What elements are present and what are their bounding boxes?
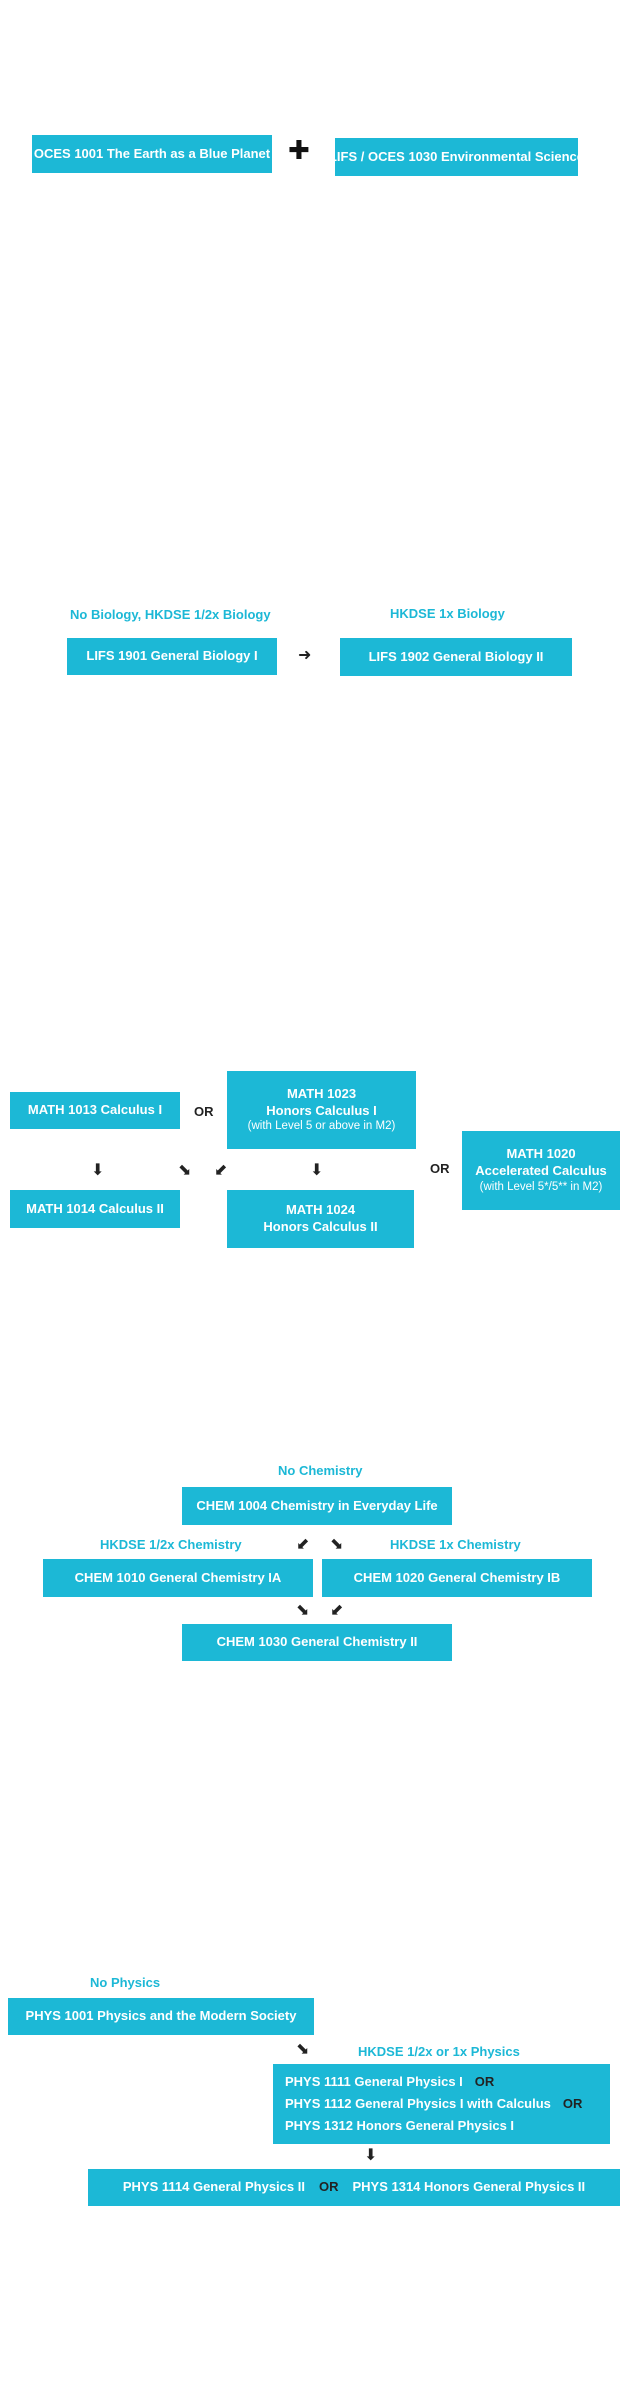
course-chem-1004: CHEM 1004 Chemistry in Everyday Life bbox=[182, 1487, 452, 1525]
course-label: LIFS 1901 General Biology I bbox=[86, 648, 258, 664]
course-note: (with Level 5 or above in M2) bbox=[247, 1120, 396, 1133]
arrow-down-left-icon: ⬋ bbox=[214, 1162, 228, 1179]
course-code: MATH 1023 bbox=[286, 1085, 357, 1101]
course-label: MATH 1014 Calculus II bbox=[26, 1200, 164, 1216]
arrow-down-icon: ⬇ bbox=[310, 1162, 324, 1179]
course-label: LIFS / OCES 1030 Environmental Science bbox=[328, 148, 585, 164]
arrow-down-right-icon: ⬊ bbox=[296, 1602, 310, 1619]
course-title: Accelerated Calculus bbox=[475, 1163, 607, 1179]
course-code: MATH 1024 bbox=[285, 1202, 356, 1218]
course-chem-1020: CHEM 1020 General Chemistry IB bbox=[322, 1559, 592, 1597]
course-math-1024: MATH 1024 Honors Calculus II bbox=[227, 1190, 414, 1248]
course-title: Honors Calculus II bbox=[263, 1219, 378, 1234]
or-label: OR bbox=[562, 2095, 583, 2111]
course-oces-1001: OCES 1001 The Earth as a Blue Planet bbox=[32, 135, 272, 173]
course-label: CHEM 1010 General Chemistry IA bbox=[74, 1569, 282, 1585]
plus-icon: ✚ bbox=[288, 135, 310, 165]
arrow-down-left-icon: ⬋ bbox=[330, 1602, 344, 1619]
or-label: OR bbox=[474, 2073, 495, 2089]
course-lifs-1901: LIFS 1901 General Biology I bbox=[67, 638, 277, 675]
course-math-1020: MATH 1020 Accelerated Calculus (with Lev… bbox=[462, 1131, 620, 1210]
arrow-down-icon: ⬇ bbox=[91, 1162, 105, 1179]
arrow-down-icon: ⬇ bbox=[364, 2147, 378, 2164]
heading-no-physics: No Physics bbox=[90, 1975, 161, 1990]
arrow-down-right-icon: ⬊ bbox=[296, 2041, 310, 2058]
course-label: CHEM 1004 Chemistry in Everyday Life bbox=[196, 1497, 438, 1513]
heading-1x-biology: HKDSE 1x Biology bbox=[390, 606, 505, 621]
arrow-down-right-icon: ⬊ bbox=[330, 1536, 344, 1553]
course-math-1014: MATH 1014 Calculus II bbox=[10, 1190, 180, 1228]
course-option-phys-1112: PHYS 1112 General Physics I with Calculu… bbox=[285, 2093, 582, 2115]
course-option-phys-1111: PHYS 1111 General Physics I OR bbox=[285, 2071, 494, 2093]
arrow-down-left-icon: ⬋ bbox=[296, 1536, 310, 1553]
heading-no-chemistry: No Chemistry bbox=[278, 1463, 363, 1478]
course-label: LIFS 1902 General Biology II bbox=[368, 648, 544, 664]
course-code: MATH 1020 bbox=[506, 1146, 576, 1162]
heading-no-biology: No Biology, HKDSE 1/2x Biology bbox=[70, 607, 271, 622]
course-label: PHYS 1111 General Physics I bbox=[285, 2073, 463, 2089]
course-option-phys-1312: PHYS 1312 Honors General Physics I bbox=[285, 2115, 514, 2137]
course-label: PHYS 1001 Physics and the Modern Society bbox=[25, 2008, 297, 2024]
heading-1x-chemistry: HKDSE 1x Chemistry bbox=[390, 1537, 521, 1552]
or-label: OR bbox=[194, 1104, 214, 1119]
course-group-phys-1: PHYS 1111 General Physics I OR PHYS 1112… bbox=[273, 2064, 610, 2144]
course-label: CHEM 1020 General Chemistry IB bbox=[353, 1569, 561, 1585]
course-math-1023: MATH 1023 Honors Calculus I (with Level … bbox=[227, 1071, 416, 1149]
heading-physics-dse: HKDSE 1/2x or 1x Physics bbox=[358, 2044, 520, 2059]
course-math-1013: MATH 1013 Calculus I bbox=[10, 1092, 180, 1129]
course-lifs-1902: LIFS 1902 General Biology II bbox=[340, 638, 572, 676]
course-label: MATH 1013 Calculus I bbox=[27, 1102, 163, 1118]
course-note: (with Level 5*/5** in M2) bbox=[479, 1180, 603, 1193]
course-label: PHYS 1314 Honors General Physics II bbox=[352, 2179, 586, 2195]
course-label: PHYS 1114 General Physics II bbox=[122, 2179, 305, 2195]
course-label: PHYS 1312 Honors General Physics I bbox=[285, 2117, 515, 2133]
course-chem-1010: CHEM 1010 General Chemistry IA bbox=[43, 1559, 313, 1597]
course-lifs-oces-1030: LIFS / OCES 1030 Environmental Science bbox=[329, 138, 584, 176]
or-label: OR bbox=[430, 1161, 450, 1176]
arrow-right-icon: ➜ bbox=[298, 647, 312, 664]
arrow-down-right-icon: ⬊ bbox=[178, 1162, 192, 1179]
course-label: CHEM 1030 General Chemistry II bbox=[216, 1634, 418, 1650]
course-group-phys-2: PHYS 1114 General Physics II OR PHYS 131… bbox=[88, 2169, 620, 2206]
course-label: OCES 1001 The Earth as a Blue Planet bbox=[33, 145, 271, 161]
course-chem-1030: CHEM 1030 General Chemistry II bbox=[182, 1624, 452, 1661]
course-phys-1001: PHYS 1001 Physics and the Modern Society bbox=[8, 1998, 314, 2035]
course-label: PHYS 1112 General Physics I with Calculu… bbox=[285, 2095, 551, 2111]
or-label: OR bbox=[318, 2179, 339, 2195]
course-title: Honors Calculus I bbox=[266, 1102, 377, 1118]
heading-half-chemistry: HKDSE 1/2x Chemistry bbox=[100, 1537, 242, 1552]
